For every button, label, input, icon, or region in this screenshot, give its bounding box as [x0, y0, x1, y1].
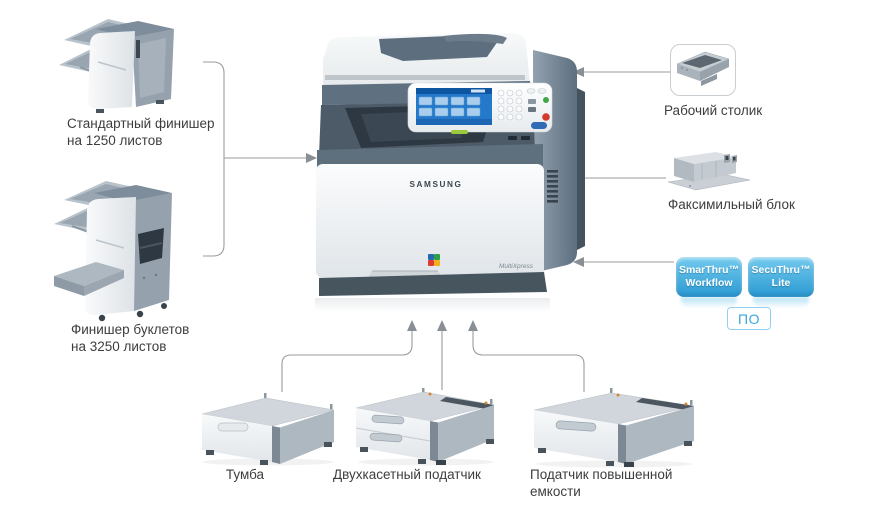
samsung-logo: SAMSUNG — [409, 180, 462, 189]
fax-unit-image — [667, 152, 751, 191]
cabinet-label: Тумба — [225, 467, 265, 482]
printer-color-logo — [428, 254, 440, 266]
high-capacity-feeder-label: Податчик повышенной емкости — [530, 467, 673, 499]
standard-finisher-image — [59, 19, 174, 113]
status-led — [451, 130, 468, 134]
multixpress-logo: MultiXpress — [499, 263, 534, 270]
software-badges: SmarThru™ Workflow SecuThru™ Lite — [676, 257, 814, 297]
printer-adf-tray — [379, 35, 498, 61]
worktable-label: Рабочий столик — [664, 103, 763, 118]
printer-control-panel — [407, 82, 553, 134]
standard-finisher-label: Стандартный финишер на 1250 листов — [67, 116, 215, 148]
printer-image: SAMSUNG MultiXpress — [315, 33, 585, 312]
dual-cassette-feeder-image — [355, 388, 495, 466]
cabinet-image — [201, 393, 335, 466]
worktable-frame — [670, 44, 736, 96]
printer-front-panel — [316, 164, 544, 278]
fax-unit-label: Факсимильный блок — [668, 197, 795, 212]
high-capacity-feeder-image — [533, 388, 695, 468]
software-badge-secuthru: SecuThru™ Lite — [748, 257, 814, 297]
dual-cassette-feeder-label: Двухкасетный податчик — [333, 467, 481, 482]
usb-port-icon — [521, 136, 530, 140]
booklet-finisher-image — [54, 181, 172, 322]
software-badge-smarthru: SmarThru™ Workflow — [676, 257, 742, 297]
software-category-badge: ПО — [727, 307, 771, 330]
booklet-finisher-label: Финишер буклетов на 3250 листов — [71, 322, 190, 354]
numeric-keypad — [497, 89, 523, 121]
vent-grille — [547, 170, 558, 203]
worktable-image — [676, 51, 730, 86]
usb-port-icon — [508, 136, 517, 140]
